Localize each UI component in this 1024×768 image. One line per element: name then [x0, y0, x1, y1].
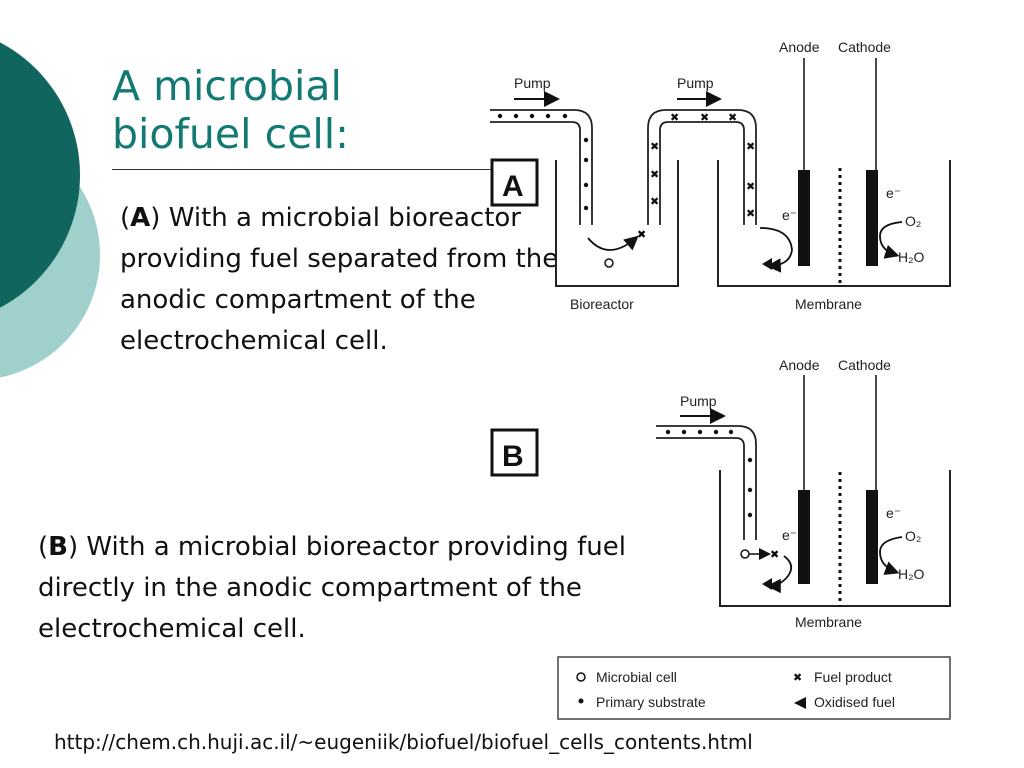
panel-a-membrane-label: Membrane: [795, 296, 862, 312]
panel-b-anode-label: Anode: [779, 357, 820, 373]
oxidised-fuel-icon: [794, 697, 806, 709]
panel-b-cell-vessel: [719, 470, 951, 607]
panel-a-bioreactor-label: Bioreactor: [570, 296, 634, 312]
panel-a-cathode: [866, 170, 878, 266]
panel-a-pump-2-label: Pump: [677, 75, 714, 91]
panel-a-electron-cathode: e⁻: [886, 185, 901, 201]
panel-b-tubing: [656, 425, 757, 540]
panel-a-electron-anode: e⁻: [782, 207, 797, 223]
svg-text:✖: ✖: [637, 228, 646, 241]
panel-b-cathode: [866, 490, 878, 584]
microbial-cell-icon: [576, 672, 586, 682]
panel-b-electron-anode: e⁻: [782, 527, 797, 543]
para-b-text: With a microbial bioreactor providing fu…: [38, 532, 626, 644]
legend-fuel-product: Fuel product: [814, 669, 892, 685]
panel-b-label: B: [502, 440, 524, 473]
panel-b-membrane-label: Membrane: [795, 614, 862, 630]
svg-text:✖: ✖: [650, 168, 659, 181]
para-b-letter: B: [48, 532, 68, 562]
primary-substrate-icon: [578, 698, 584, 704]
para-a-text: With a microbial bioreactor providing fu…: [120, 203, 559, 356]
source-url: http://chem.ch.huji.ac.il/~eugeniik/biof…: [54, 730, 753, 754]
para-a-letter: A: [130, 203, 151, 233]
svg-text:✖: ✖: [746, 140, 755, 153]
panel-a-bioreactor-vessel: [555, 160, 679, 287]
title-line-1: A microbial: [112, 62, 342, 110]
legend-microbial-cell: Microbial cell: [596, 669, 677, 685]
title-line-2: biofuel cell:: [112, 110, 349, 158]
panel-a-label: A: [502, 170, 524, 203]
svg-text:✖: ✖: [650, 195, 659, 208]
panel-a-anode: [798, 170, 810, 266]
panel-b-diagram: B Pump Anode Cathode Membrane ✖ e⁻ e⁻: [490, 357, 951, 630]
legend: Microbial cell Primary substrate ✖ Fuel …: [557, 656, 951, 720]
panel-a-particles: ✖ ✖ ✖ ✖ ✖ ✖ ✖ ✖ ✖: [497, 111, 755, 220]
svg-text:✖: ✖: [746, 207, 755, 220]
slide-title: A microbial biofuel cell:: [112, 62, 349, 158]
panel-b-anode: [798, 490, 810, 584]
panel-b-o2-label: O₂: [905, 528, 921, 544]
svg-text:✖: ✖: [670, 111, 679, 124]
panel-a-cathode-label: Cathode: [838, 39, 891, 55]
panel-b-label-box: [490, 428, 539, 477]
paragraph-a: (A) With a microbial bioreactor providin…: [120, 203, 559, 356]
svg-text:✖: ✖: [700, 111, 709, 124]
fuel-product-icon: ✖: [793, 671, 802, 684]
panel-b-h2o-label: H₂O: [898, 566, 925, 582]
svg-text:✖: ✖: [650, 140, 659, 153]
panel-a-anode-label: Anode: [779, 39, 820, 55]
panel-a-o2-label: O₂: [905, 213, 921, 229]
paragraph-b: (B) With a microbial bioreactor providin…: [38, 532, 626, 644]
panel-a-tubing: [490, 109, 757, 225]
legend-oxidised-fuel: Oxidised fuel: [814, 694, 895, 710]
decorative-circles: [0, 42, 100, 378]
dark-teal-circle: [0, 42, 80, 308]
panel-b-particles: [665, 429, 753, 518]
title-underline: [112, 169, 492, 170]
panel-a-label-box: [490, 158, 539, 207]
legend-primary-substrate: Primary substrate: [596, 694, 706, 710]
panel-b-electron-cathode: e⁻: [886, 505, 901, 521]
panel-b-pump-label: Pump: [680, 393, 717, 409]
panel-a-cell-vessel: [717, 160, 951, 287]
svg-text:✖: ✖: [770, 548, 779, 561]
panel-a-diagram: A ✖ ✖ ✖ ✖ ✖ ✖ ✖ ✖ ✖ Pump Pump: [490, 39, 951, 312]
svg-text:✖: ✖: [746, 180, 755, 193]
panel-a-pump-1-label: Pump: [514, 75, 551, 91]
svg-text:✖: ✖: [728, 111, 737, 124]
legend-box: [557, 656, 951, 720]
panel-b-cathode-label: Cathode: [838, 357, 891, 373]
panel-a-h2o-label: H₂O: [898, 249, 925, 265]
